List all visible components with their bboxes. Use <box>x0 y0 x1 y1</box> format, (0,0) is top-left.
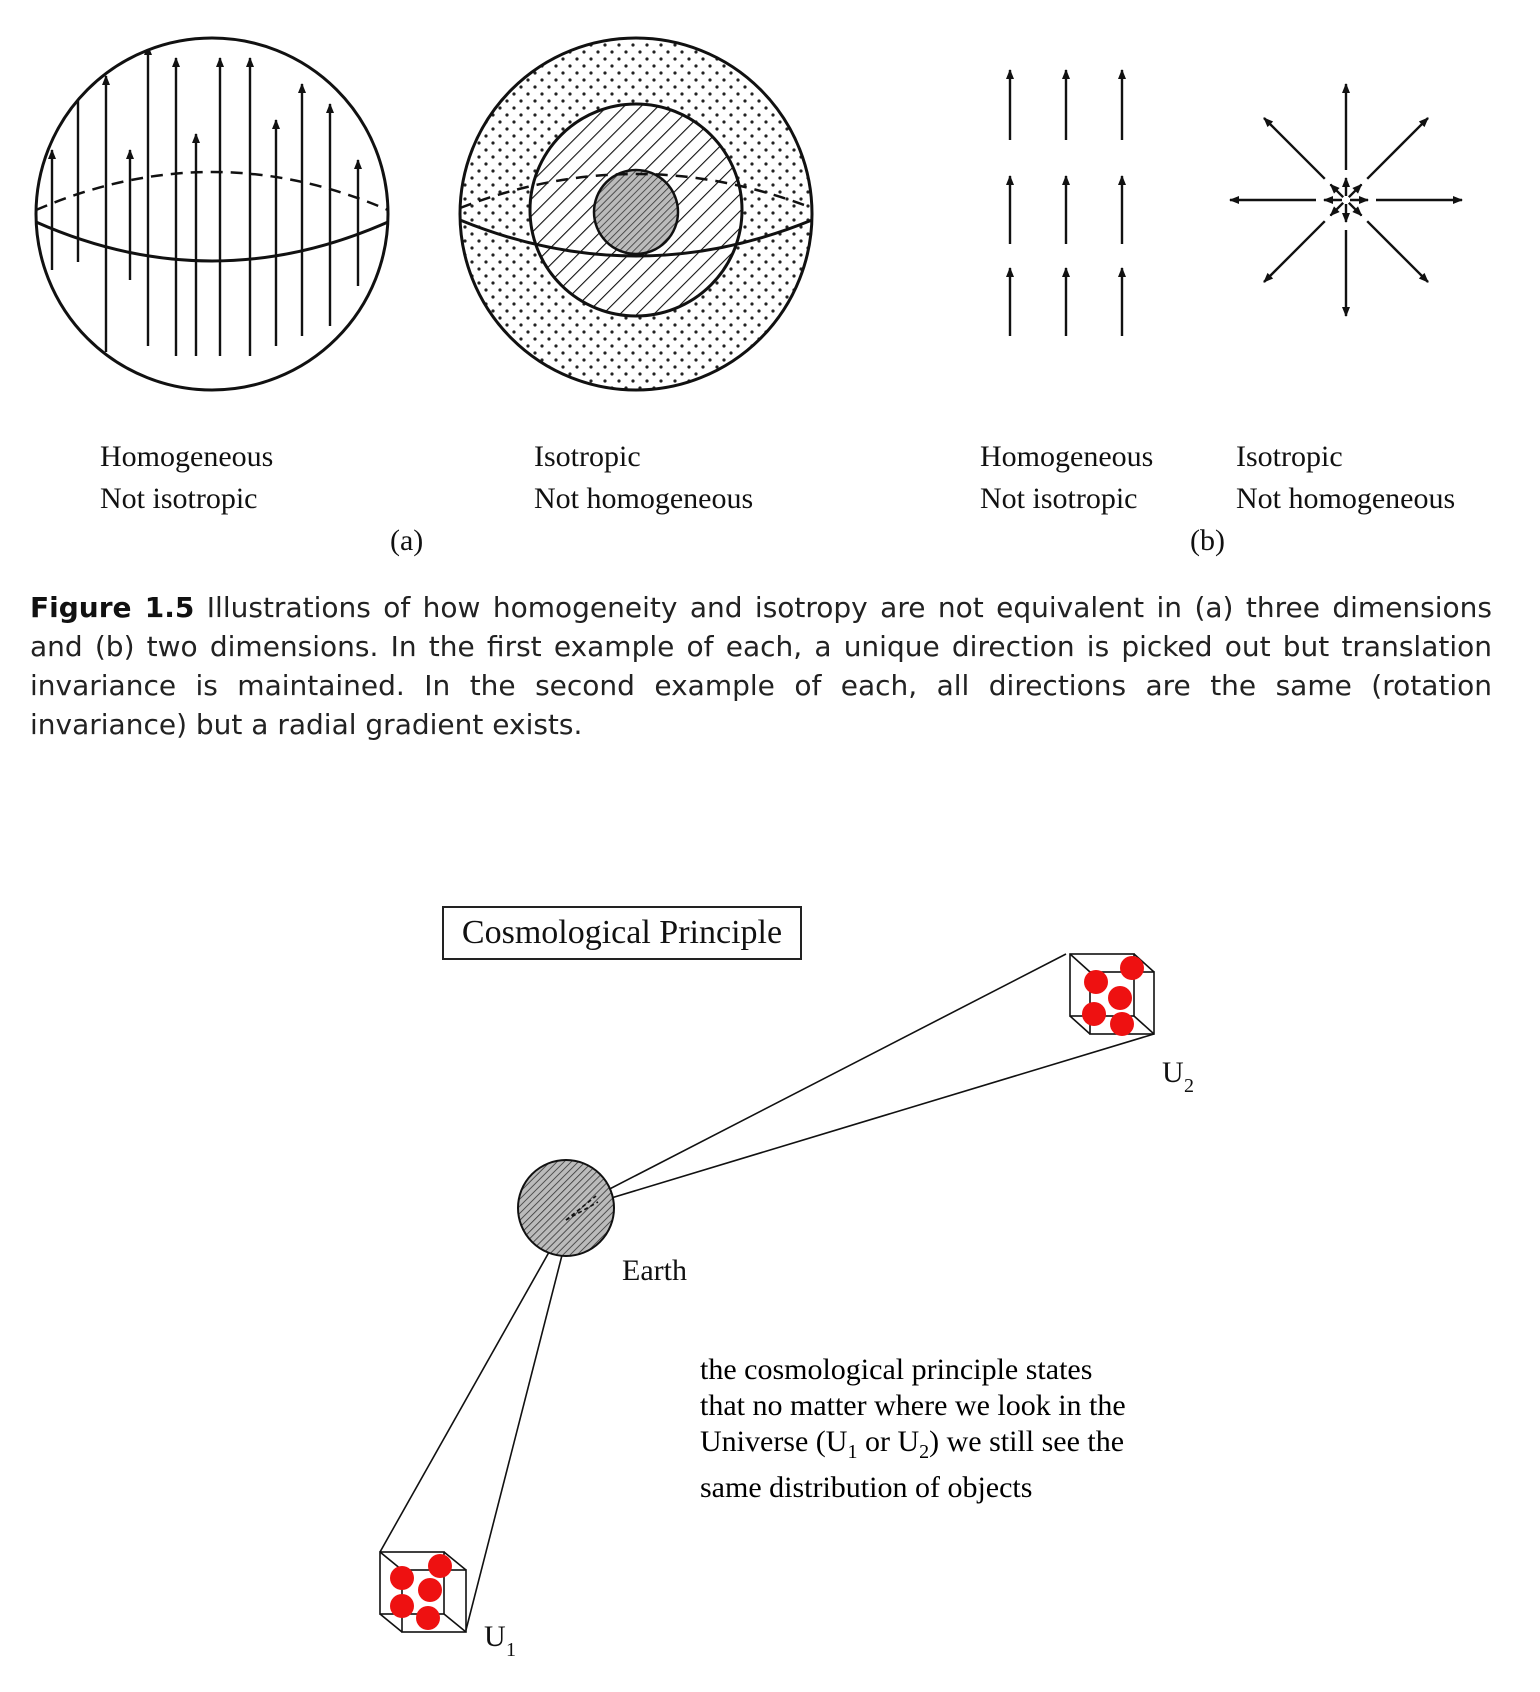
u1-label: U 1 <box>484 1620 516 1661</box>
label-b-right-2: Not homogeneous <box>1236 482 1455 515</box>
isotropic-sphere <box>458 36 814 392</box>
radial-arrow-inner <box>1329 183 1345 199</box>
figure-number: Figure 1.5 <box>30 591 195 624</box>
galaxy-dots-u1 <box>390 1554 452 1630</box>
label-b-right-1: Isotropic <box>1236 440 1343 473</box>
label-a-left-2: Not isotropic <box>100 482 258 515</box>
statement-line-2: that no matter where we look in the <box>700 1389 1126 1422</box>
label-b-left-2: Not isotropic <box>980 482 1138 515</box>
radial-arrow <box>1263 117 1326 180</box>
galaxy-dot <box>1084 970 1108 994</box>
cosmological-principle-title: Cosmological Principle <box>442 906 802 960</box>
statement-line-1: the cosmological principle states <box>700 1353 1093 1386</box>
galaxy-dot <box>1120 956 1144 980</box>
earth-label: Earth <box>622 1254 687 1287</box>
statement-line-4: same distribution of objects <box>700 1471 1033 1504</box>
radial-arrow <box>1366 220 1429 283</box>
homogeneous-sphere <box>34 36 390 392</box>
principle-statement: the cosmological principle states that n… <box>700 1352 1260 1506</box>
galaxy-dot <box>428 1554 452 1578</box>
radial-arrow <box>1263 220 1326 283</box>
homogeneous-arrow-grid <box>1006 69 1126 336</box>
label-a-right-2: Not homogeneous <box>534 482 753 515</box>
galaxy-dot <box>1110 1012 1134 1036</box>
svg-text:2: 2 <box>1184 1075 1194 1097</box>
panel-b-tag: (b) <box>1190 524 1225 557</box>
panel-a-tag: (a) <box>390 524 423 557</box>
caption-text: Illustrations of how homogeneity and iso… <box>30 591 1493 741</box>
svg-text:U: U <box>484 1620 506 1653</box>
label-a-right-1: Isotropic <box>534 440 641 473</box>
label-b-left-1: Homogeneous <box>980 440 1153 473</box>
galaxy-dot <box>418 1578 442 1602</box>
radial-arrow <box>1366 117 1429 180</box>
isotropic-arrow-star <box>1229 83 1463 317</box>
statement-line-3: Universe (U1 or U2) we still see the <box>700 1425 1125 1463</box>
radial-arrow-inner <box>1329 201 1345 217</box>
sightlines <box>379 953 1155 1631</box>
u2-label: U 2 <box>1162 1056 1194 1097</box>
radial-arrow-inner <box>1347 183 1363 199</box>
galaxy-dot <box>390 1566 414 1590</box>
figure-caption: Figure 1.5 Illustrations of how homogene… <box>30 588 1492 744</box>
galaxy-dot <box>1108 986 1132 1010</box>
svg-text:1: 1 <box>506 1639 516 1661</box>
svg-text:U: U <box>1162 1056 1184 1089</box>
galaxy-dots-u2 <box>1082 956 1144 1036</box>
earth <box>517 1159 615 1257</box>
label-a-left-1: Homogeneous <box>100 440 273 473</box>
galaxy-dot <box>390 1594 414 1618</box>
radial-arrow-inner <box>1347 201 1363 217</box>
galaxy-dot <box>1082 1002 1106 1026</box>
galaxy-dot <box>416 1606 440 1630</box>
